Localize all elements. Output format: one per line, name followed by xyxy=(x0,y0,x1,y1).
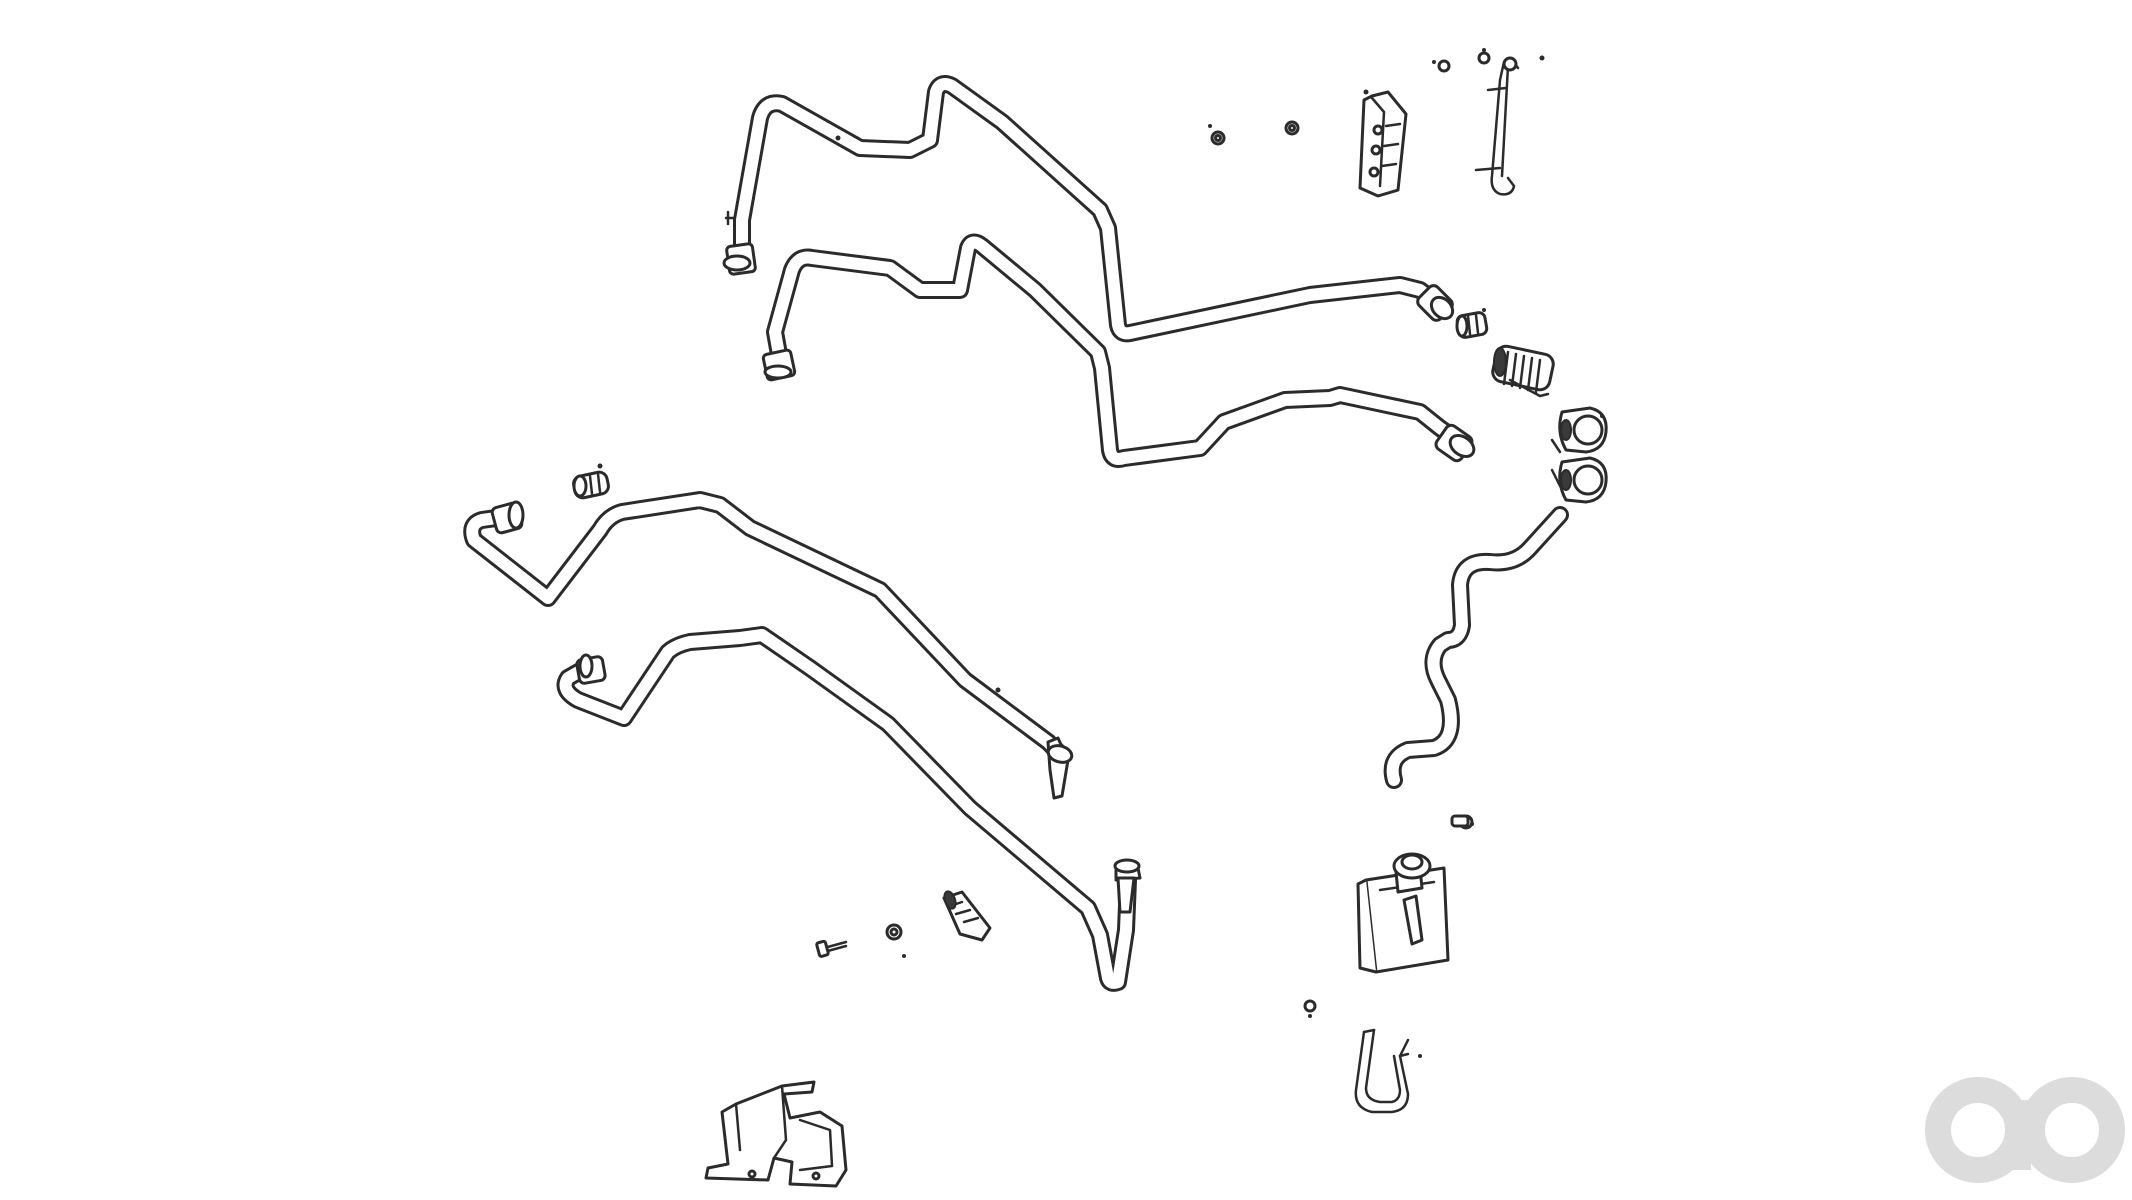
nut xyxy=(885,814,1474,1018)
upper-transmission-cooler-line xyxy=(722,75,1455,343)
retainer-clip xyxy=(942,890,992,942)
lower-cooler-line xyxy=(556,626,1142,992)
support-rod xyxy=(1474,55,1545,196)
bolt xyxy=(815,939,848,958)
canister-with-fitting xyxy=(1356,852,1450,974)
quick-connect-fitting xyxy=(1455,308,1489,339)
quick-connect-fitting xyxy=(572,463,610,500)
line-bracket-clip xyxy=(1358,89,1408,198)
mounting-bracket xyxy=(704,1080,848,1188)
nut xyxy=(1208,48,1491,146)
coupler-spring xyxy=(1491,344,1555,398)
second-transmission-cooler-line xyxy=(761,233,1476,468)
retainer-clamps xyxy=(1550,406,1608,504)
lower-left-cooler-line xyxy=(463,491,1074,800)
watermark-logo xyxy=(1925,1077,2125,1183)
flexible-hose xyxy=(1383,506,1569,789)
u-strap-bracket xyxy=(1354,1028,1422,1114)
